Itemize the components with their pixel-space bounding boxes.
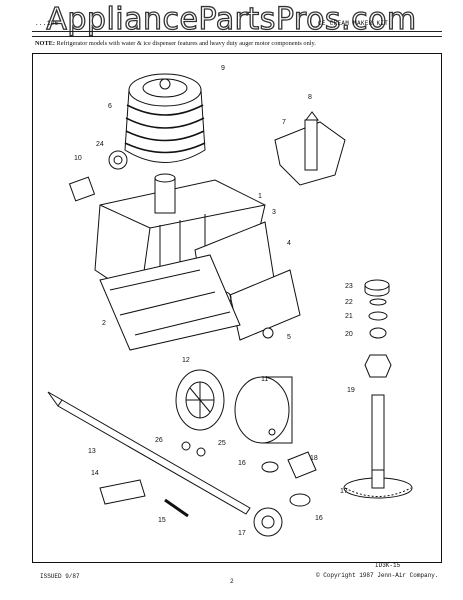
blade-part-7 — [274, 111, 346, 186]
drum-part-11 — [234, 376, 293, 444]
label-3: 3 — [272, 209, 276, 216]
footer-copyright: © Copyright 1987 Jenn-Air Company. — [316, 572, 439, 579]
label-16-b: 16 — [315, 515, 323, 522]
label-20: 20 — [345, 331, 353, 338]
header-rule — [32, 31, 442, 32]
label-21: 21 — [345, 313, 353, 320]
label-9: 9 — [221, 65, 225, 72]
label-4: 4 — [287, 240, 291, 247]
label-17-right: 17 — [340, 488, 348, 495]
nut-part-19 — [364, 354, 392, 378]
part-labels: 1 2 3 4 5 6 7 8 9 10 11 12 13 14 15 16 1… — [74, 65, 355, 537]
label-1: 1 — [258, 193, 262, 200]
label-7: 7 — [282, 119, 286, 126]
part-16-a — [261, 461, 279, 473]
label-18: 18 — [310, 455, 318, 462]
label-16-a: 16 — [238, 460, 246, 467]
label-12: 12 — [182, 357, 190, 364]
label-19: 19 — [347, 387, 355, 394]
pin-part-15 — [164, 498, 189, 518]
label-14: 14 — [91, 470, 99, 477]
label-2: 2 — [102, 320, 106, 327]
header-left: ...106 — [35, 20, 59, 27]
label-5: 5 — [287, 334, 291, 341]
label-26: 26 — [155, 437, 163, 444]
label-11: 11 — [261, 376, 268, 383]
note: NOTE: Refrigerator models with water & i… — [35, 40, 316, 47]
label-10: 10 — [74, 155, 82, 162]
cap-part-23 — [364, 279, 390, 291]
label-8: 8 — [308, 94, 312, 101]
header-right: CE CREAM MAKER KIT — [318, 20, 389, 27]
footer-page: 2 — [230, 578, 234, 585]
footer-issued: ISSUED 9/87 — [40, 573, 80, 580]
label-17-left: 17 — [238, 530, 246, 537]
label-22: 22 — [345, 299, 353, 306]
bushing-part-20 — [369, 327, 387, 339]
screw-part-5 — [262, 327, 274, 339]
switch-part-10 — [68, 176, 96, 202]
label-6: 6 — [108, 103, 112, 110]
footer-code: ID3K-15 — [375, 562, 401, 569]
label-15: 15 — [158, 517, 166, 524]
pulley-part-6 — [124, 73, 206, 163]
bracket-part-14 — [99, 479, 146, 505]
knob-part-24 — [108, 150, 128, 170]
auger-part-17-right — [343, 394, 413, 499]
label-13: 13 — [88, 448, 96, 455]
header-rule-2 — [32, 36, 442, 37]
gear-part-17-left — [253, 507, 283, 537]
part-25 — [196, 447, 206, 457]
shaft-part-13 — [57, 399, 251, 515]
part-26 — [181, 441, 191, 451]
wheel-part-12 — [175, 369, 225, 431]
label-24: 24 — [96, 141, 104, 148]
washer-part-21 — [368, 311, 388, 321]
ring-part-22 — [369, 298, 387, 306]
label-23: 23 — [345, 283, 353, 290]
label-25: 25 — [218, 440, 226, 447]
part-16-b — [289, 493, 311, 507]
part-18 — [287, 451, 317, 479]
diagram-frame — [32, 53, 442, 563]
